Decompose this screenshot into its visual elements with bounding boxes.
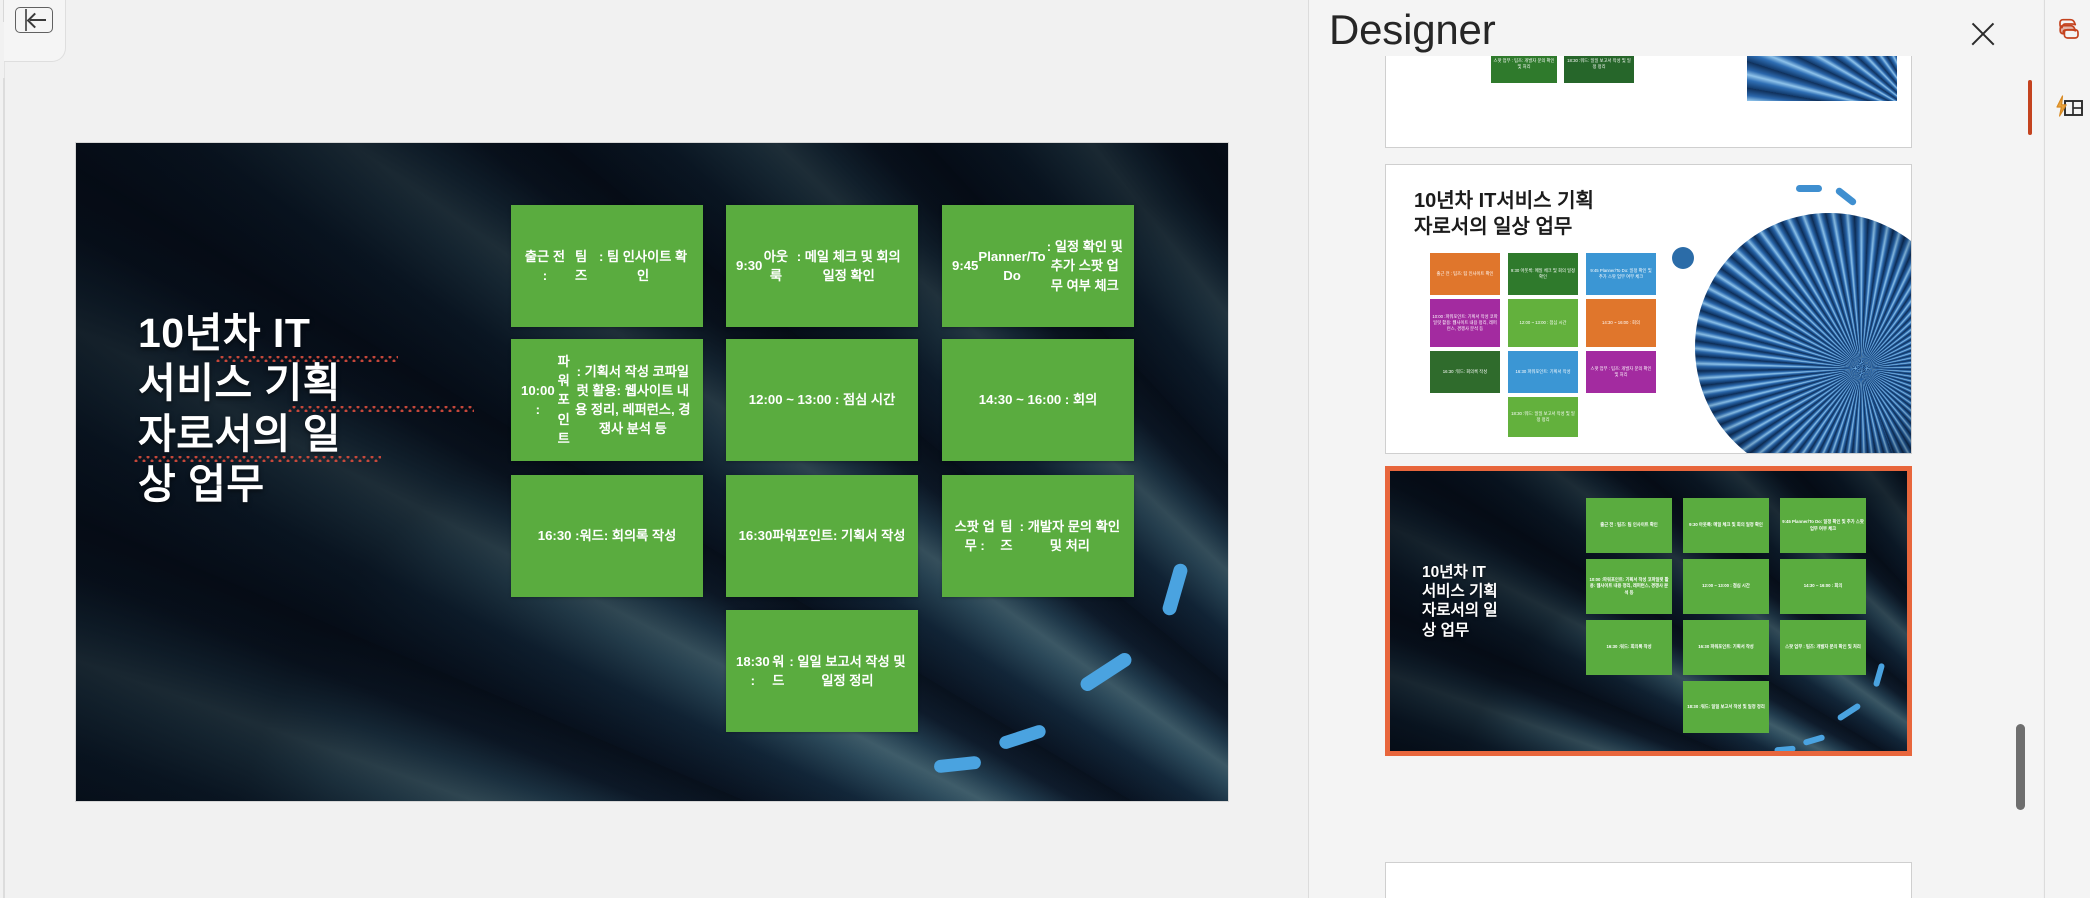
slide-card[interactable]: 18:30 :워드: 일일 보고서 작성 및 일정 정리 (726, 610, 918, 732)
thumb-card: 12:00 ~ 13:00 : 점심 시간 (1683, 559, 1769, 614)
thumb-card: 14:30 ~ 16:00 : 회의 (1780, 559, 1866, 614)
thumb-card: 스팟 업무 : 팀즈: 개발자 문의 확인 및 처리 (1780, 620, 1866, 675)
designer-scrollbar-track[interactable] (2016, 56, 2035, 898)
thumb-card: 12:00 ~ 13:00 : 점심 시간 (1508, 299, 1578, 347)
slide-card[interactable]: 16:30 :워드: 회의록 작성 (511, 475, 703, 597)
thumb-decorative-dot (1672, 247, 1694, 269)
thumb-inner: 10년차 IT 서비스 기획 자로서의 일 상 업무 출근 전 : 팀즈: 팀 … (1390, 471, 1907, 751)
slide-card[interactable]: 10:00 :파워포인트: 기획서 작성 코파일럿 활용: 웹사이트 내용 정리… (511, 339, 703, 461)
slide-card[interactable]: 16:30 파워포인트: 기획서 작성 (726, 475, 918, 597)
thumb-card: 9:45 Planner/To Do: 일정 확인 및 추가 스팟 업무 여부 … (1780, 498, 1866, 553)
thumb-card: 스팟 업무 : 팀즈: 개발자 문의 확인 및 처리 (1586, 351, 1656, 393)
close-icon[interactable] (1965, 16, 2001, 52)
design-ideas-list[interactable]: 출근 전 : 팀즈: 팀 인사이트 확인 9:30 아웃룩: 메일 체크 및 회… (1309, 56, 2043, 898)
slide-canvas[interactable]: 10년차 IT 서비스 기획 자로서의 일 상 업무 출근 전 : 팀즈: 팀 … (76, 143, 1228, 801)
thumb-card: 18:30 :워드: 일일 보고서 작성 및 일정 정리 (1508, 397, 1578, 437)
slide-card[interactable]: 9:45 Planner/To Do: 일정 확인 및 추가 스팟 업무 여부 … (942, 205, 1134, 327)
copilot-icon[interactable] (2050, 10, 2088, 48)
thumb-decorative-dash (1774, 745, 1796, 751)
collapse-pane-tab (4, 0, 66, 62)
slide-card[interactable]: 12:00 ~ 13:00 : 점심 시간 (726, 339, 918, 461)
arrow-left-icon (30, 19, 46, 21)
slide-card[interactable]: 9:30 아웃룩: 메일 체크 및 회의 일정 확인 (726, 205, 918, 327)
thumb-card: 10:00 :파워포인트: 기획서 작성 코파일럿 활용: 웹사이트 내용 정리… (1586, 559, 1672, 614)
thumb-card: 18:30 :워드: 일일 보고서 작성 및 일정 정리 (1564, 56, 1634, 83)
design-idea-thumbnail-selected[interactable]: 10년차 IT 서비스 기획 자로서의 일 상 업무 출근 전 : 팀즈: 팀 … (1385, 466, 1912, 756)
spellcheck-underline (134, 456, 381, 462)
right-icon-rail (2028, 0, 2090, 898)
thumb-card: 출근 전 : 팀즈: 팀 인사이트 확인 (1430, 253, 1500, 295)
designer-pane: Designer 출근 전 : 팀즈: 팀 인사이트 확인 9:30 아웃룩: … (1308, 0, 2043, 898)
thumb-card: 출근 전 : 팀즈: 팀 인사이트 확인 (1586, 498, 1672, 553)
slide-editor-pane: 10년차 IT 서비스 기획 자로서의 일 상 업무 출근 전 : 팀즈: 팀 … (0, 0, 1307, 898)
thumb-card: 9:45 Planner/To Do: 일정 확인 및 추가 스팟 업무 여부 … (1586, 253, 1656, 295)
thumb-card: 16:30 :워드: 회의록 작성 (1586, 620, 1672, 675)
thumb-card: 스팟 업무 : 팀즈: 개발자 문의 확인 및 처리 (1491, 56, 1557, 83)
designer-scrollbar-thumb[interactable] (2016, 724, 2025, 810)
designer-icon[interactable] (2050, 88, 2088, 126)
left-rail (0, 0, 5, 898)
collapse-pane-button[interactable] (15, 7, 53, 33)
thumb-title: 10년차 IT 서비스 기획 자로서의 일 상 업무 (1422, 564, 1498, 639)
designer-title: Designer (1329, 6, 1496, 53)
design-idea-thumbnail[interactable]: 출근 전 : 팀즈: 팀 인사이트 확인 9:30 아웃룩: 메일 체크 및 회… (1385, 56, 1912, 148)
rail-segment-bottom (3, 78, 5, 898)
slide-title[interactable]: 10년차 IT 서비스 기획 자로서의 일 상 업무 (138, 310, 341, 508)
slide-card[interactable]: 출근 전 : 팀즈: 팀 인사이트 확인 (511, 205, 703, 327)
thumb-card: 16:30 파워포인트: 기획서 작성 (1508, 351, 1578, 393)
thumb-card: 9:30 아웃룩: 메일 체크 및 회의 일정 확인 (1683, 498, 1769, 553)
thumb-card: 16:30 :워드: 회의록 작성 (1430, 351, 1500, 393)
thumb-decorative-dash (1796, 185, 1822, 192)
thumb-decorative-dash (1834, 186, 1858, 207)
thumb-spiral-image (1747, 56, 1897, 101)
thumb-card: 14:30 ~ 16:00 : 회의 (1586, 299, 1656, 347)
slide-card[interactable]: 14:30 ~ 16:00 : 회의 (942, 339, 1134, 461)
thumb-card: 9:30 아웃룩: 메일 체크 및 회의 일정 확인 (1508, 253, 1578, 295)
thumb-card: 10:00 :파워포인트: 기획서 작성 코파일럿 활용: 웹사이트 내용 정리… (1430, 299, 1500, 347)
thumb-card: 18:30 :워드: 일일 보고서 작성 및 일정 정리 (1683, 681, 1769, 733)
thumb-title: 10년차 IT서비스 기획 자로서의 일상 업무 (1414, 190, 1594, 238)
thumb-card: 16:30 파워포인트: 기획서 작성 (1683, 620, 1769, 675)
thumb-sphere-image (1695, 213, 1911, 453)
spellcheck-underline (216, 356, 398, 362)
designer-active-indicator (2028, 80, 2032, 135)
spellcheck-underline (288, 406, 474, 412)
slide-card[interactable]: 스팟 업무 : 팀즈: 개발자 문의 확인 및 처리 (942, 475, 1134, 597)
design-idea-thumbnail[interactable]: 10년차 IT서비스 기획 자로서의 일상 업무 출근 전 : 팀즈: 팀 인사… (1385, 164, 1912, 454)
design-idea-thumbnail[interactable] (1385, 862, 1912, 898)
